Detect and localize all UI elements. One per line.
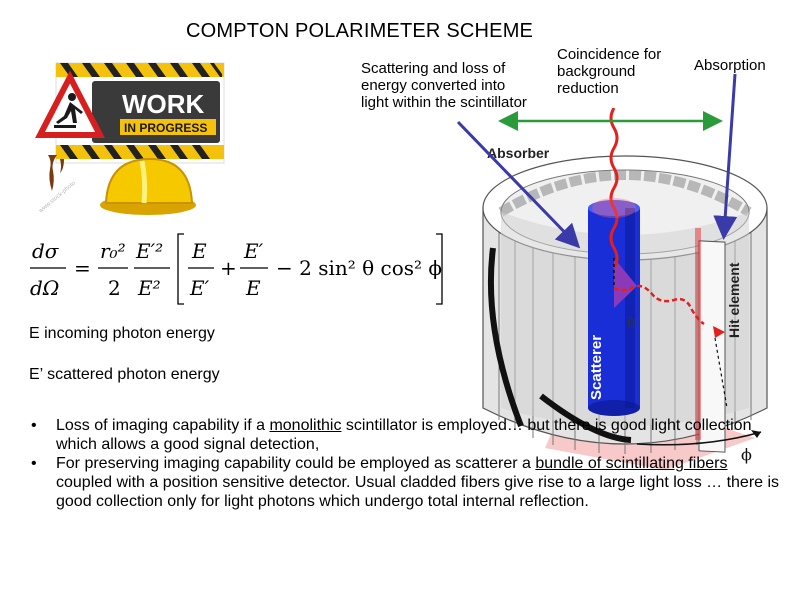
absorption-label: Absorption [694,57,766,74]
front-black-stave [539,393,632,443]
scatterer-label: Scatterer [588,335,605,400]
formula-eprime-num: E′ [243,239,264,263]
theta-symbol: θ [627,316,635,332]
fibers-term: bundle of scintillating fibers [535,455,728,472]
bullet-list: • Loss of imaging capability if a monoli… [26,416,786,511]
klein-nishina-formula: dσ dΩ = r₀² 2 E′² E² E E′ + E′ E − 2 sin… [30,233,443,305]
bullet-dot: • [31,417,37,434]
hazard-stripes-top [56,63,224,77]
theta-wedge [614,258,637,308]
work-in-progress-image: WORK IN PROGRESS www.stock-photo [35,62,225,215]
formula-two: 2 [108,276,121,300]
formula-dsigma: dσ [32,239,60,263]
formula-left-bracket [177,233,184,305]
sign-word: WORK [122,89,205,119]
hard-hat-icon [100,157,196,215]
monolithic-term: monolithic [269,417,342,434]
coincidence-note: Coincidence for background reduction [557,46,662,97]
formula-equals: = [74,256,91,280]
bullet-item-fibers: • For preserving imaging capability coul… [31,455,780,510]
formula-e-num: E [191,239,207,263]
bullet-dot: • [31,455,37,472]
absorber-label: Absorber [487,145,550,161]
formula-sin-cos: − 2 sin² θ cos² ϕ [276,256,442,280]
hazard-stripes-bottom [56,145,224,159]
formula-domega: dΩ [30,276,59,300]
incoming-photon-path [609,108,619,269]
phi-symbol: ϕ [741,445,752,464]
e-incoming-definition: E incoming photon energy [29,325,215,342]
formula-e-den: E [245,276,261,300]
hit-element-label: Hit element [726,262,742,338]
formula-r0sq: r₀² [100,239,126,263]
sign-subword: IN PROGRESS [124,121,207,135]
formula-plus: + [220,256,237,280]
formula-e-sq: E² [137,276,161,300]
bullet-item-monolithic: • Loss of imaging capability if a monoli… [31,417,752,453]
detector-diagram: Hit element Scatterer θ Absorber ϕ [482,108,768,470]
svg-text:www.stock-photo: www.stock-photo [37,180,77,215]
scattering-note: Scattering and loss of energy converted … [361,60,527,111]
formula-eprime-den: E′ [189,276,210,300]
left-black-stave [487,247,524,428]
scattered-photon-path [613,284,705,326]
page-title: COMPTON POLARIMETER SCHEME [186,20,534,42]
paint-drip-icon [48,155,57,191]
formula-eprime-sq: E′² [135,239,163,263]
worker-icon [54,93,83,128]
e-scattered-definition: E’ scattered photon energy [29,366,220,383]
formula-right-bracket [436,233,443,305]
phi-arrow [636,431,762,446]
